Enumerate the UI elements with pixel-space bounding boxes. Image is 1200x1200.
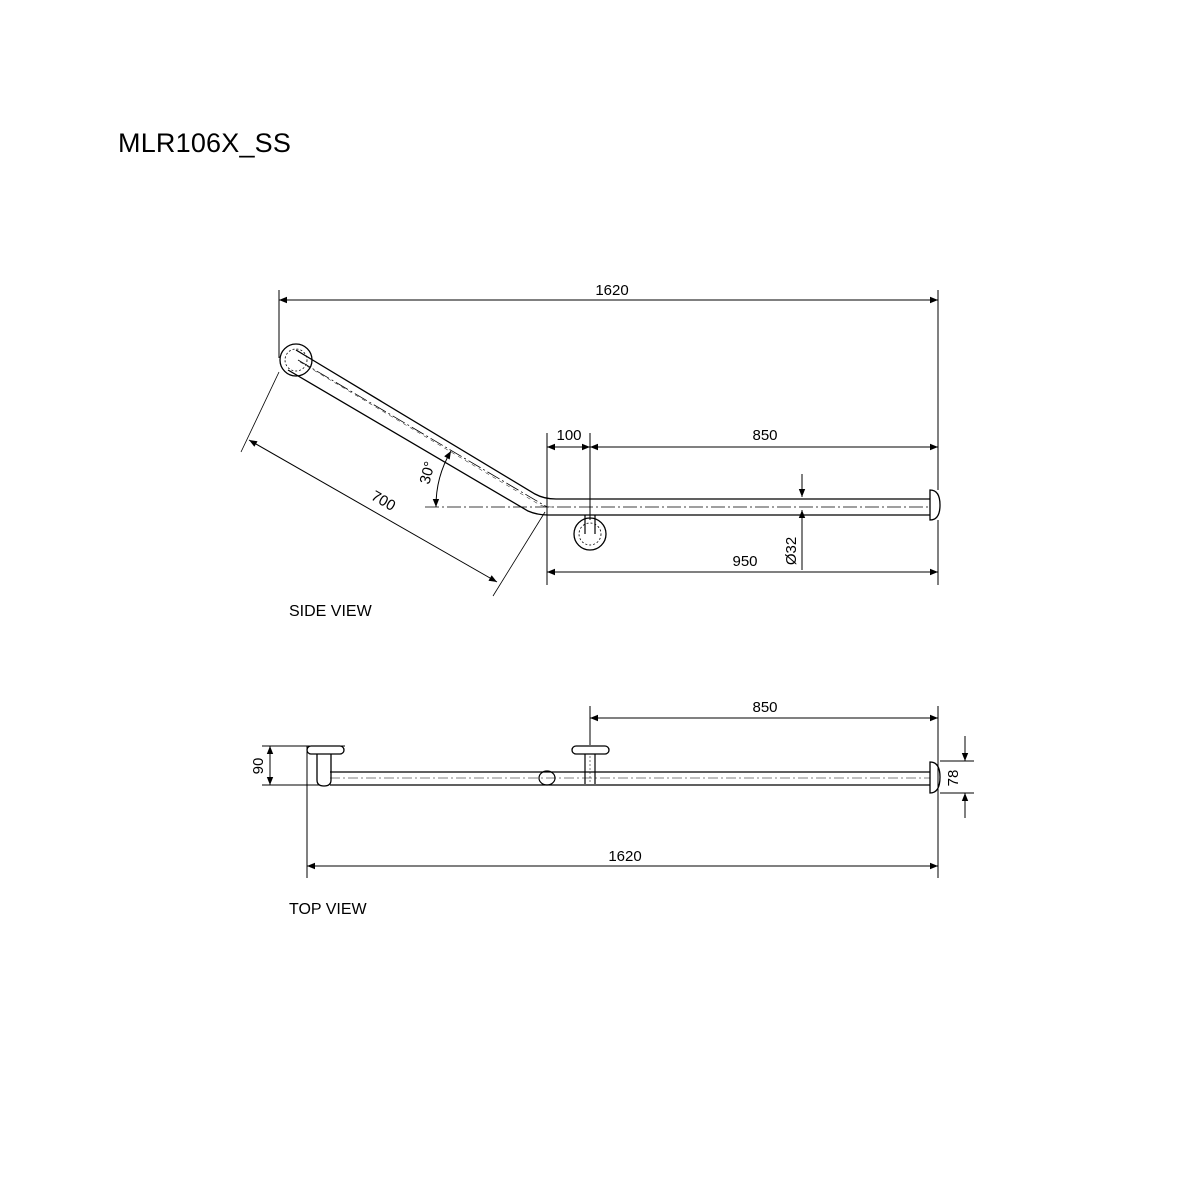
wall-flange-left [279,343,313,377]
angle-arc [432,450,452,508]
label-tube-diameter: Ø32 [783,537,800,565]
label-overall-length: 1620 [595,282,628,299]
label-overall-length-top: 1620 [608,848,641,865]
wall-flange-post-left [316,754,332,787]
support-flange-plate [571,745,610,755]
dim-angled-length [248,439,498,583]
end-flange-right-top [929,761,941,794]
wall-flange-plate-left [306,745,345,755]
top-view-label: TOP VIEW [289,901,368,918]
top-view [262,706,974,878]
label-support-to-end: 850 [752,699,777,716]
label-end-flange: 78 [945,770,962,787]
tube-outline-top [295,349,930,500]
label-angle: 30° [417,460,439,486]
side-view [240,290,941,597]
bend-marker [538,770,556,786]
label-flange-offset: 100 [556,427,581,444]
label-straight-section: 850 [752,427,777,444]
tube-outline-bottom [287,369,930,516]
support-flange [573,517,607,551]
wall-flange-left-inner [284,348,308,372]
ext-line-angled-start [240,371,280,453]
support-flange-inner [578,522,602,546]
ext-line-angled-end [492,511,546,597]
end-flange-right [929,489,941,521]
centerline-angled [297,359,548,508]
label-to-bend: 950 [732,553,757,570]
tube-highlight [299,361,553,508]
label-projection: 90 [250,758,267,775]
side-view-label: SIDE VIEW [289,603,373,620]
drawing-title: MLR106X_SS [118,128,292,158]
